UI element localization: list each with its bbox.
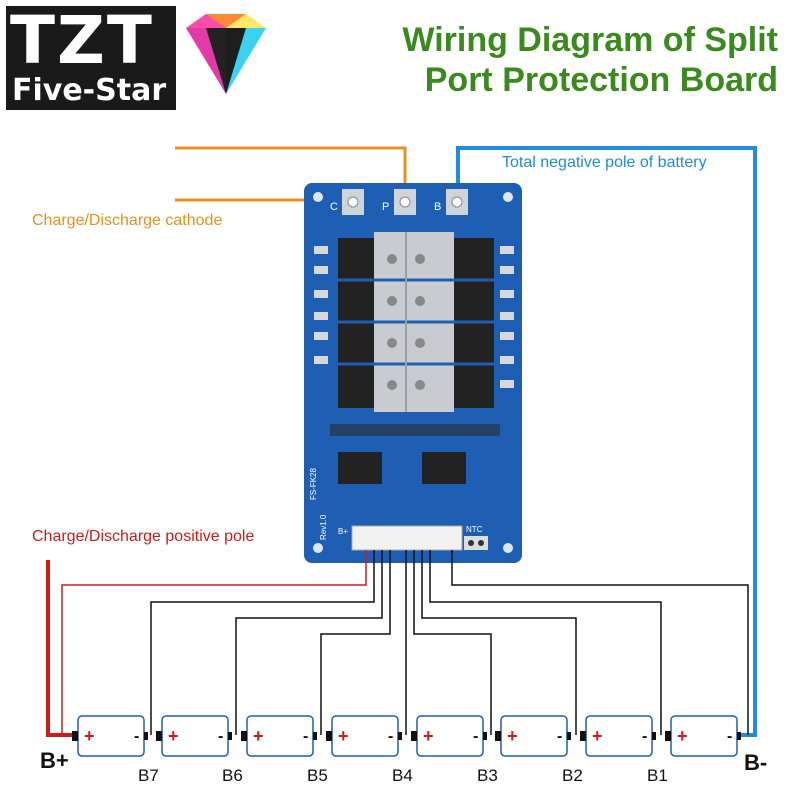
cell-minus-symbol: - (473, 728, 478, 745)
cell-minus-symbol: - (388, 728, 393, 745)
cell-plus-symbol: + (592, 726, 603, 746)
port-label-c: C (330, 201, 338, 213)
bplus-sense-wire (61, 550, 367, 735)
board-revision: Rev1.0 (319, 514, 328, 540)
tap-label-b2: B2 (562, 766, 583, 785)
cell-plus-symbol: + (84, 726, 95, 746)
cell-minus-symbol: - (727, 728, 732, 745)
cell-minus-symbol: - (303, 728, 308, 745)
battery-cell (495, 715, 571, 757)
positive-pole-label: Charge/Discharge positive pole (32, 528, 255, 545)
battery-cells (72, 715, 741, 757)
board-ntc-mark: NTC (466, 525, 483, 534)
brand-logo: TZT Five-Star (6, 6, 276, 110)
cell-minus-symbol: - (557, 728, 562, 745)
diagram-title: Wiring Diagram of Split Port Protection … (298, 20, 778, 100)
battery-cell (326, 715, 402, 757)
tap-label-b5: B5 (307, 766, 328, 785)
cell-plus-symbol: + (677, 726, 688, 746)
cell-minus-symbol: - (642, 728, 647, 745)
cell-plus-symbol: + (253, 726, 264, 746)
battery-cell (665, 715, 741, 757)
battery-cell (580, 715, 656, 757)
cell-plus-symbol: + (168, 726, 179, 746)
tap-label-b7: B7 (138, 766, 159, 785)
board-bplus-mark: B+ (338, 527, 348, 536)
cell-plus-symbol: + (507, 726, 518, 746)
b-minus-label: B- (744, 750, 768, 775)
board-model: FS-FK28 (309, 467, 318, 500)
battery-cell (411, 715, 487, 757)
tap-label-b1: B1 (647, 766, 668, 785)
tap-label-b4: B4 (392, 766, 413, 785)
port-label-p: P (382, 201, 389, 213)
b-plus-label: B+ (40, 748, 69, 773)
protection-board (304, 183, 522, 563)
cell-minus-symbol: - (134, 728, 139, 745)
cell-plus-symbol: + (423, 726, 434, 746)
positive-pole-wire (46, 560, 76, 737)
tap-label-b3: B3 (477, 766, 498, 785)
battery-cell (72, 715, 148, 757)
balance-wires (150, 550, 749, 735)
cell-minus-symbol: - (218, 728, 223, 745)
cathode-label: Charge/Discharge cathode (32, 212, 223, 229)
port-label-b: B (434, 201, 441, 213)
cell-plus-symbol: + (338, 726, 349, 746)
logo-text-tzt: TZT (10, 2, 154, 79)
title-line-2: Port Protection Board (424, 61, 778, 99)
total-negative-label: Total negative pole of battery (502, 154, 707, 171)
total-negative-wire (456, 146, 757, 737)
battery-cell (241, 715, 317, 757)
tap-label-b6: B6 (222, 766, 243, 785)
logo-text-five-star: Five-Star (12, 73, 167, 108)
cathode-wire (175, 146, 407, 200)
diamond-icon (176, 6, 276, 110)
title-line-1: Wiring Diagram of Split (402, 21, 778, 59)
battery-cell (156, 715, 232, 757)
